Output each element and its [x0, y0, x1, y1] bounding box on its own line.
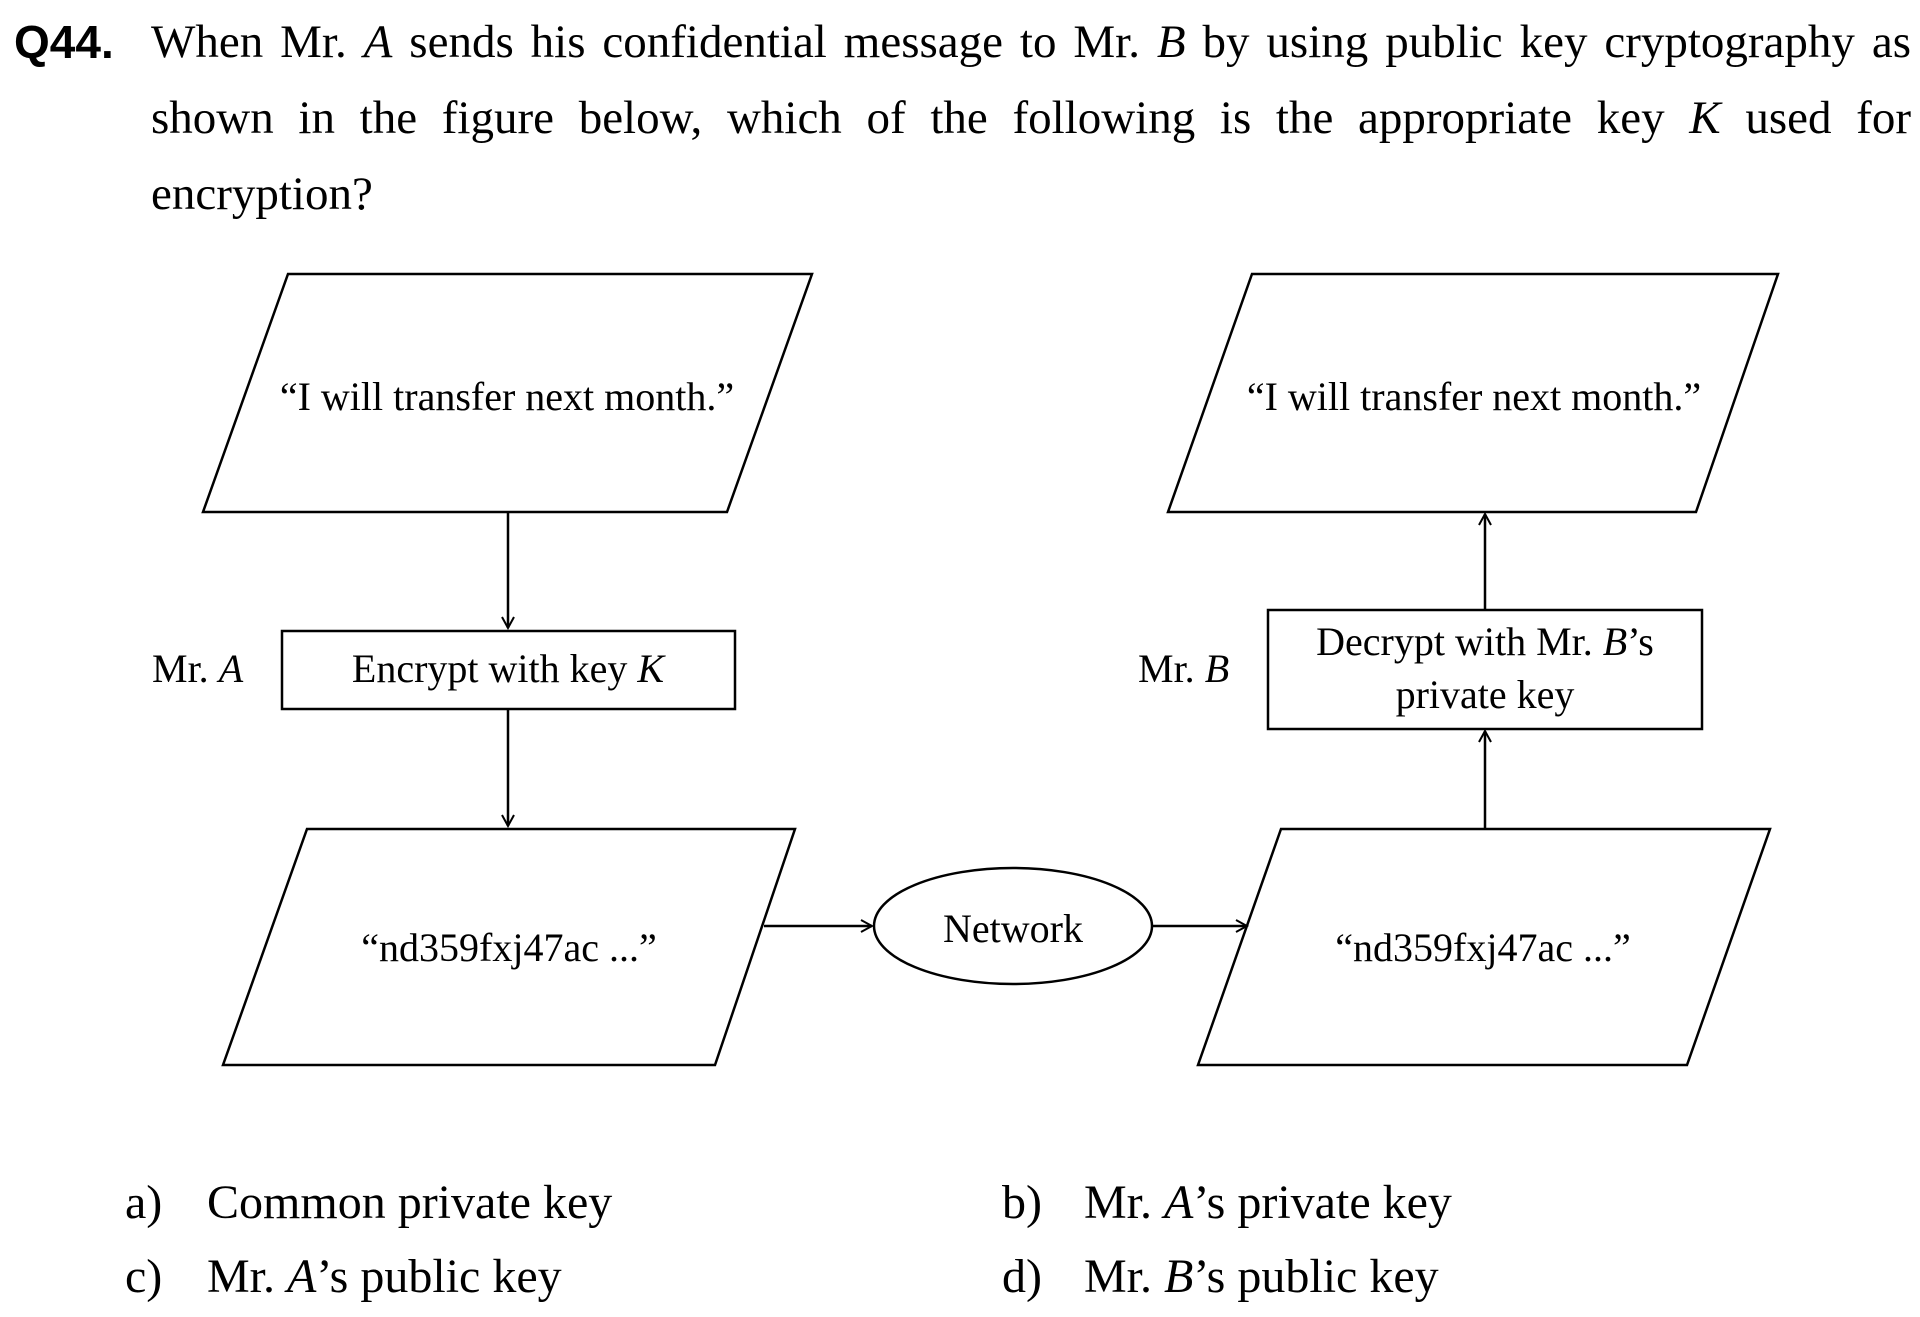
- option-text-part: ’s private key: [1193, 1176, 1452, 1229]
- question-number: Q44.: [14, 16, 114, 68]
- option-letter: d): [1002, 1250, 1042, 1303]
- sender-label: Mr. A: [152, 646, 244, 691]
- option-text-part: A: [287, 1250, 317, 1303]
- question-text-part: When Mr.: [151, 16, 364, 68]
- option-text-part: B: [1164, 1250, 1194, 1303]
- question-text-part: used for encryption?: [151, 92, 1911, 220]
- option-text-part: ’s public key: [1193, 1250, 1439, 1303]
- question-text-part: by using public key cryptography as show…: [151, 16, 1911, 144]
- option-text: Common private key: [207, 1176, 613, 1229]
- option-letter: b): [1002, 1176, 1042, 1229]
- option-text-part: Mr.: [1084, 1176, 1165, 1229]
- sender-ciphertext: “nd359fxj47ac ...”: [361, 925, 656, 970]
- option-text-part: ’s public key: [316, 1250, 562, 1303]
- network-label: Network: [943, 906, 1083, 951]
- receiver-ciphertext-shape: [1196, 827, 1772, 1067]
- receiver-plaintext-shape: [1166, 272, 1780, 514]
- option-text-part: Mr.: [207, 1250, 288, 1303]
- question-text: When Mr. A sends his confidential messag…: [151, 4, 1911, 232]
- option-letter: c): [125, 1250, 163, 1303]
- option-text-part: Mr.: [1084, 1250, 1165, 1303]
- question-text-part: K: [1689, 92, 1721, 144]
- question-text-part: B: [1156, 16, 1186, 68]
- receiver-plaintext: “I will transfer next month.”: [1247, 374, 1701, 419]
- option-b[interactable]: b) Mr. A’s private key: [1002, 1175, 1452, 1231]
- sender-ciphertext-shape: [221, 827, 797, 1067]
- option-letter: a): [125, 1176, 163, 1229]
- encrypt-process-label: Encrypt with key K: [352, 646, 667, 691]
- option-c[interactable]: c) Mr. A’s public key: [125, 1249, 562, 1305]
- receiver-ciphertext: “nd359fxj47ac ...”: [1335, 925, 1630, 970]
- sender-plaintext: “I will transfer next month.”: [280, 374, 734, 419]
- question-text-part: sends his confidential message to Mr.: [392, 16, 1157, 68]
- decrypt-process-label-line2: private key: [1396, 672, 1575, 717]
- decrypt-process-label-line1: Decrypt with Mr. B’s: [1316, 619, 1654, 664]
- option-a[interactable]: a) Common private key: [125, 1175, 612, 1231]
- receiver-label: Mr. B: [1138, 646, 1229, 691]
- question-text-part: A: [363, 16, 393, 68]
- sender-plaintext-shape: [201, 272, 814, 514]
- option-d[interactable]: d) Mr. B’s public key: [1002, 1249, 1439, 1305]
- option-text-part: A: [1164, 1176, 1194, 1229]
